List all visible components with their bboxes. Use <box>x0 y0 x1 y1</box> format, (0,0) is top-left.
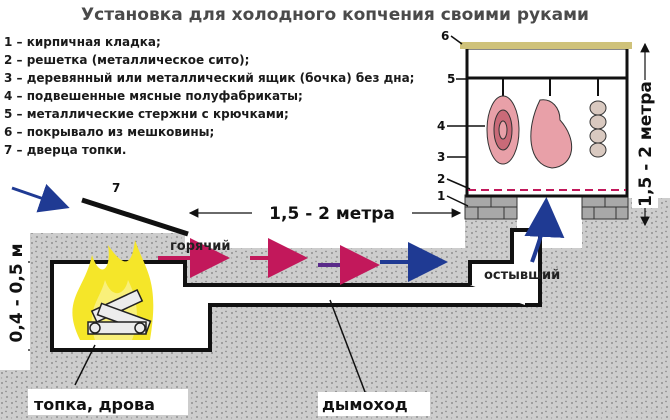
hanging-meat <box>486 78 607 169</box>
dimension-firebox-height: 0,4 - 0,5 м <box>4 232 30 352</box>
callout-6: 6 <box>441 29 449 43</box>
firebox-cavity <box>52 262 525 350</box>
cool-arrow-rise <box>524 197 565 263</box>
callout-3: 3 <box>437 150 445 164</box>
diagram-title: Установка для холодного копчения своими … <box>81 5 589 25</box>
ground-soil <box>0 198 670 420</box>
legend-item-4: 4 – подвешенные мясные полуфабрикаты; <box>4 89 303 103</box>
legend-item-1: 1 – кирпичная кладка; <box>4 35 161 49</box>
legend-item-7: 7 – дверца топки. <box>4 143 127 157</box>
callout-5: 5 <box>447 72 455 86</box>
firewood-logs <box>87 289 152 335</box>
watermark: KAK-SDELANO.RU <box>601 408 662 416</box>
callout-4: 4 <box>437 119 445 133</box>
callout-2: 2 <box>437 172 445 186</box>
flow-arrows <box>158 197 565 285</box>
brick-support-left <box>464 194 518 220</box>
dimension-box-height: 1,5 - 2 метра <box>632 42 658 227</box>
firebox-leader <box>74 344 96 386</box>
flue-riser <box>468 228 542 307</box>
chimney-label: дымоход <box>322 395 408 414</box>
brick-support-right <box>581 194 629 220</box>
firebox-height-label: 0,4 - 0,5 м <box>7 244 27 343</box>
callout-7: 7 <box>112 181 120 195</box>
firebox-door <box>81 197 189 237</box>
air-intake-arrow <box>11 183 70 213</box>
callout-1: 1 <box>437 189 445 203</box>
dimension-flue-length: 1,5 - 2 метра <box>188 200 462 224</box>
flow-label-hot: горячий <box>170 239 231 254</box>
legend-item-3: 3 – деревянный или металлический ящик (б… <box>4 71 414 85</box>
box-height-label: 1,5 - 2 метра <box>636 81 656 207</box>
legend-item-6: 6 – покрывало из мешковины; <box>4 125 214 139</box>
flow-label-cooled: остывший <box>484 268 560 283</box>
legend: 1 – кирпичная кладка; 2 – решетка (метал… <box>4 35 414 157</box>
firebox-label: топка, дрова <box>34 395 155 414</box>
burlap-cover <box>460 42 632 49</box>
legend-item-2: 2 – решетка (металлическое сито); <box>4 53 249 67</box>
flue-length-label: 1,5 - 2 метра <box>269 204 395 224</box>
callouts: 6 5 4 3 2 1 <box>437 29 485 207</box>
chimney-leader <box>329 299 366 393</box>
legend-item-5: 5 – металлические стержни с крючками; <box>4 107 289 121</box>
